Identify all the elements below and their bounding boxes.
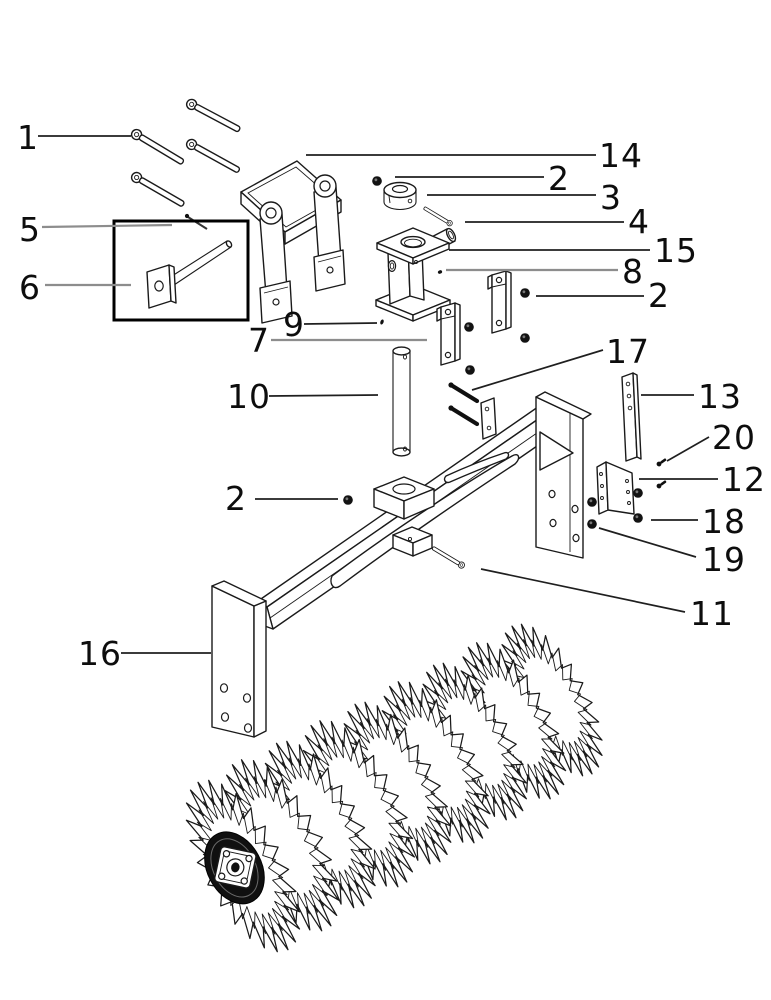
callout-7: 7 xyxy=(248,321,270,360)
part-14-mount-bracket xyxy=(240,160,346,324)
callout-16: 16 xyxy=(78,634,122,673)
part-9-pin xyxy=(380,319,384,325)
callout-14: 14 xyxy=(599,136,643,175)
part-12-angle-bracket xyxy=(596,461,635,515)
callout-17: 17 xyxy=(606,332,650,371)
leader-line-20 xyxy=(666,436,710,462)
roller-hub-bearing xyxy=(204,831,265,905)
leader-line-10 xyxy=(268,394,379,397)
callout-4: 4 xyxy=(628,202,650,241)
callout-13: 13 xyxy=(698,377,742,416)
frame-right-plate xyxy=(535,391,592,559)
part-13-flat-bar xyxy=(621,372,642,462)
part-17-bolts xyxy=(448,382,497,440)
part-5-pin xyxy=(184,213,208,230)
callout-2b: 2 xyxy=(648,276,670,315)
part-8-pin xyxy=(437,270,443,274)
leader-line-19 xyxy=(598,527,697,558)
leader-line-9 xyxy=(303,322,378,325)
callout-labels: 1 5 6 14 2 3 4 15 8 2 9 7 10 17 13 20 12… xyxy=(17,118,766,673)
part-16-left-plate xyxy=(211,580,267,738)
leader-line-17 xyxy=(471,349,604,391)
callout-2c: 2 xyxy=(225,479,247,518)
part-15-pivot-housing xyxy=(375,227,457,322)
part-3-collar xyxy=(383,181,417,211)
callout-19: 19 xyxy=(702,540,746,579)
strap-plate xyxy=(480,397,497,440)
callout-1: 1 xyxy=(17,118,39,157)
callout-3: 3 xyxy=(600,178,622,217)
callout-20: 20 xyxy=(712,418,756,457)
part-frame-beam xyxy=(257,399,564,630)
callout-12: 12 xyxy=(722,460,766,499)
callout-18: 18 xyxy=(702,502,746,541)
leader-lines xyxy=(38,135,718,654)
leader-line-11 xyxy=(480,568,686,613)
leader-line-5 xyxy=(41,223,173,229)
part-10-tube xyxy=(392,346,411,457)
part-6-detail-box xyxy=(112,219,250,322)
callout-11: 11 xyxy=(690,594,734,633)
callout-9: 9 xyxy=(283,305,305,344)
callout-10: 10 xyxy=(227,377,271,416)
callout-6: 6 xyxy=(19,268,41,307)
callout-8: 8 xyxy=(622,252,644,291)
callout-2a: 2 xyxy=(548,159,570,198)
callout-15: 15 xyxy=(654,231,698,270)
callout-5: 5 xyxy=(19,210,41,249)
